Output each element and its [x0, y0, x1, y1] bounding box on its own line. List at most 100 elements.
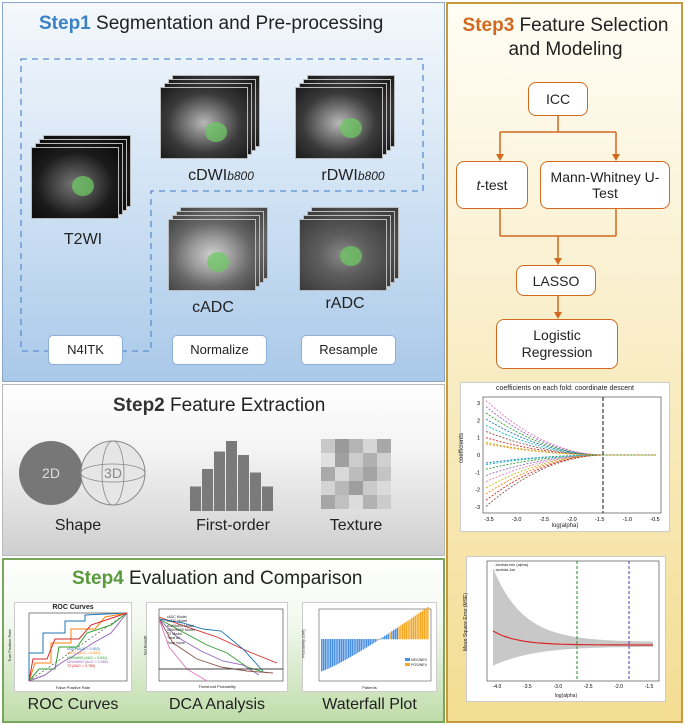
- coef-ytick: 1: [477, 436, 480, 442]
- waterfall-bar: [353, 639, 355, 655]
- texture-cell: [321, 453, 335, 467]
- texture-cell: [377, 481, 391, 495]
- histogram-bar: [238, 455, 249, 511]
- coef-ytick: -3: [475, 505, 480, 511]
- texture-cell: [321, 481, 335, 495]
- waterfall-bar: [342, 639, 344, 662]
- waterfall-bar: [389, 632, 391, 640]
- waterfall-bar: [322, 639, 325, 671]
- texture-cell: [335, 495, 349, 509]
- waterfall-bar: [398, 626, 400, 640]
- texture-cell: [349, 453, 363, 467]
- waterfall-xlabel: Patients: [362, 685, 377, 690]
- waterfall-bar: [418, 613, 420, 640]
- waterfall-bar: [427, 607, 429, 640]
- shape-label: Shape: [54, 517, 102, 534]
- lasso-box: LASSO: [516, 265, 596, 296]
- roc-label: ROC Curves: [27, 696, 119, 713]
- shape-icon: 2D 3D: [19, 440, 146, 506]
- histogram-bar: [250, 472, 261, 511]
- coefficient-path: [485, 454, 656, 470]
- waterfall-bar: [375, 639, 377, 642]
- waterfall-bar: [411, 618, 413, 640]
- waterfall-bar: [344, 639, 346, 661]
- svg-text:2D: 2D: [42, 465, 60, 481]
- waterfall-bar: [335, 639, 337, 665]
- waterfall-bar: [393, 630, 395, 640]
- waterfall-bar: [348, 639, 350, 659]
- waterfall-bar: [400, 625, 402, 640]
- waterfall-bar: [387, 633, 389, 640]
- logistic-regression-box: Logistic Regression: [496, 319, 618, 369]
- waterfall-bar: [414, 615, 416, 640]
- coef-xtick: -2.5: [540, 517, 549, 523]
- histogram-bar: [190, 486, 201, 511]
- lasso-mse-plot: -4.0-3.5-3.0-2.5-2.0-1.5 - - lambda.min …: [463, 556, 666, 702]
- waterfall-bar: [340, 639, 343, 663]
- waterfall-bar: [420, 611, 422, 640]
- svg-text:3D: 3D: [104, 465, 122, 481]
- texture-cell: [321, 439, 335, 453]
- mse-xtick: -3.5: [523, 684, 532, 690]
- coef-ytick: 2: [477, 418, 480, 424]
- texture-icon: [321, 439, 391, 509]
- cadc-label: cADC: [192, 299, 234, 316]
- step1-title: Step1 Segmentation and Pre-processing: [39, 13, 383, 35]
- n4itk-button: N4ITK: [48, 335, 123, 365]
- coefficient-path: [485, 454, 656, 507]
- step3-title: Step3 Feature Selection and Modeling: [458, 14, 673, 62]
- waterfall-bar: [357, 639, 359, 653]
- roc-plot-title: ROC Curves: [52, 604, 94, 611]
- coef-ytick: -1: [475, 470, 480, 476]
- texture-cell: [363, 439, 377, 453]
- step4-title: Step4 Evaluation and Comparison: [72, 568, 362, 590]
- waterfall-bar: [337, 639, 339, 664]
- coefficient-path: [485, 454, 656, 501]
- histogram-bar: [202, 469, 213, 511]
- waterfall-bar: [380, 638, 382, 640]
- step2-title-text: Feature Extraction: [170, 395, 326, 416]
- coefficient-path: [485, 400, 656, 456]
- waterfall-bar: [403, 622, 406, 640]
- texture-cell: [321, 467, 335, 481]
- coef-xtick: -1.0: [623, 517, 632, 523]
- waterfall-bar: [351, 639, 353, 656]
- coef-xtick: -3.5: [484, 517, 493, 523]
- waterfall-plot: NEG/NEV POS/NEV Patients Probability (Di…: [301, 602, 437, 692]
- texture-cell: [377, 495, 391, 509]
- dca-ylabel: Net Benefit: [142, 635, 148, 656]
- texture-cell: [349, 495, 363, 509]
- normalize-button: Normalize: [172, 335, 267, 365]
- waterfall-bar: [384, 635, 386, 640]
- histogram-bar: [214, 451, 225, 511]
- waterfall-bar: [425, 608, 427, 640]
- first-order-histogram-icon: [190, 441, 273, 511]
- step2-tag: Step2: [113, 395, 165, 416]
- waterfall-bar: [333, 639, 335, 666]
- step3-panel: Step3 Feature Selection and Modeling ICC…: [446, 2, 683, 723]
- waterfall-bar: [346, 639, 348, 660]
- step2-title: Step2 Feature Extraction: [113, 395, 325, 417]
- waterfall-bar: [331, 639, 334, 667]
- coefficient-path: [485, 454, 656, 483]
- histogram-bar: [226, 441, 237, 511]
- waterfall-bar: [369, 639, 371, 646]
- waterfall-bar: [324, 639, 326, 670]
- texture-cell: [377, 439, 391, 453]
- waterfall-bar: [407, 620, 409, 640]
- coef-ytick: 0: [477, 453, 480, 459]
- mse-xtick: -3.0: [553, 684, 562, 690]
- texture-cell: [349, 481, 363, 495]
- mse-ylabel: Mean Square Error (MSE): [463, 592, 470, 652]
- cdwi-label: cDWIb800: [188, 167, 254, 184]
- waterfall-bar: [364, 639, 366, 649]
- step1-dashed-frame: [20, 58, 424, 352]
- waterfall-bar: [326, 639, 328, 670]
- coef-ytick: -2: [475, 488, 480, 494]
- resample-button: Resample: [301, 335, 396, 365]
- radc-label: rADC: [325, 295, 365, 312]
- dca-legend: rADC Model cADC Model rDWIb800 Model cDW…: [167, 615, 195, 645]
- coef-ytick: 3: [477, 401, 480, 407]
- texture-cell: [363, 453, 377, 467]
- waterfall-bar: [409, 619, 411, 640]
